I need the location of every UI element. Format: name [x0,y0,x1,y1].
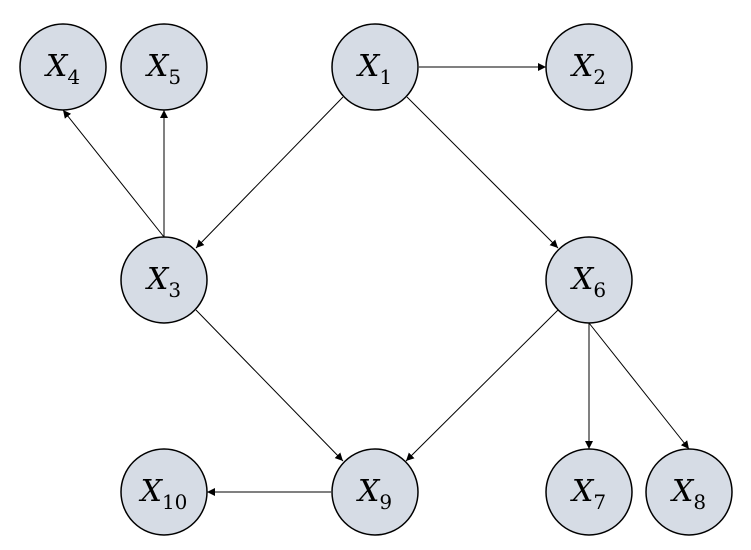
node-subscript: 2 [593,65,606,89]
node-letter: X [356,49,381,84]
node-circle [120,448,208,536]
node-x8: X8 [645,448,733,536]
node-circle [120,23,208,111]
node-letter: X [145,262,170,297]
edge-x1-to-x3 [195,96,344,249]
node-x10: X10 [120,448,208,536]
node-label: X8 [670,474,706,514]
node-circle [545,448,633,536]
node-x4: X4 [19,23,107,111]
edge-x6-to-x9 [405,309,559,462]
edge-x1-to-x6 [406,96,559,249]
edges-layer [62,63,690,496]
node-x6: X6 [545,236,633,324]
node-subscript: 3 [168,278,181,302]
edge-line [195,309,344,462]
node-letter: X [570,474,595,509]
node-subscript: 4 [67,65,80,89]
node-circle [331,448,419,536]
node-subscript: 5 [168,65,181,89]
node-label: X10 [139,474,188,514]
node-subscript: 8 [693,490,706,514]
node-letter: X [44,49,69,84]
node-letter: X [139,474,164,509]
node-subscript: 7 [593,490,606,514]
node-label: X6 [570,262,606,302]
edge-line [62,109,165,238]
node-letter: X [356,474,381,509]
node-letter: X [145,49,170,84]
node-label: X3 [145,262,181,302]
node-subscript: 1 [379,65,392,89]
edge-x3-to-x9 [195,309,344,462]
node-circle [331,23,419,111]
edge-line [195,96,344,249]
node-circle [545,23,633,111]
node-x5: X5 [120,23,208,111]
node-circle [19,23,107,111]
node-label: X5 [145,49,181,89]
edge-x6-to-x8 [588,322,690,450]
node-label: X1 [356,49,392,89]
node-label: X4 [44,49,80,89]
node-label: X9 [356,474,392,514]
node-x2: X2 [545,23,633,111]
node-subscript: 10 [162,490,187,514]
node-label: X7 [570,474,606,514]
edge-line [588,322,690,450]
node-circle [645,448,733,536]
node-x9: X9 [331,448,419,536]
edge-line [406,96,559,249]
node-letter: X [670,474,695,509]
node-letter: X [570,262,595,297]
edge-line [405,309,559,462]
node-x1: X1 [331,23,419,111]
node-x7: X7 [545,448,633,536]
node-label: X2 [570,49,606,89]
node-circle [545,236,633,324]
node-letter: X [570,49,595,84]
node-subscript: 9 [379,490,392,514]
node-subscript: 6 [593,278,606,302]
edge-x3-to-x4 [62,109,165,238]
node-x3: X3 [120,236,208,324]
node-circle [120,236,208,324]
